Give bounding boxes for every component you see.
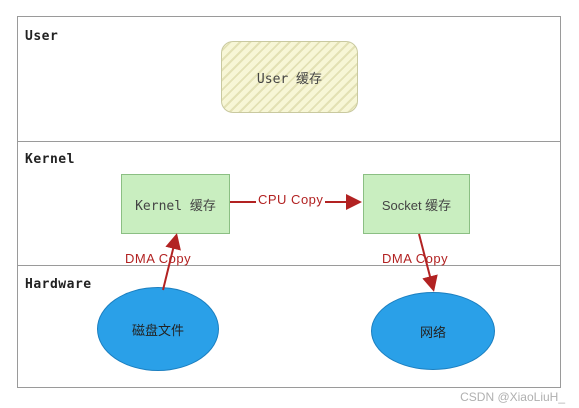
arrow-socket-to-network bbox=[418, 233, 438, 292]
network-node: 网络 bbox=[371, 292, 495, 370]
watermark-text: CSDN @XiaoLiuH_ bbox=[460, 390, 565, 404]
kernel-buffer-node: Kernel 缓存 bbox=[121, 174, 230, 234]
edge-label-cpu-copy: CPU Copy bbox=[256, 192, 326, 207]
arrow-disk-to-kernel bbox=[162, 233, 181, 291]
zone-label-user: User bbox=[25, 29, 59, 44]
edge-label-dma-in: DMA Copy bbox=[125, 251, 192, 266]
socket-buffer-node: Socket 缓存 bbox=[363, 174, 470, 234]
edge-label-dma-out: DMA Copy bbox=[382, 251, 449, 266]
zone-label-kernel: Kernel bbox=[25, 152, 75, 167]
zone-label-hardware: Hardware bbox=[25, 277, 92, 292]
disk-file-node: 磁盘文件 bbox=[97, 287, 219, 371]
divider-user-kernel bbox=[17, 141, 561, 142]
user-buffer-node: User 缓存 bbox=[221, 41, 358, 113]
divider-kernel-hardware bbox=[17, 265, 561, 266]
